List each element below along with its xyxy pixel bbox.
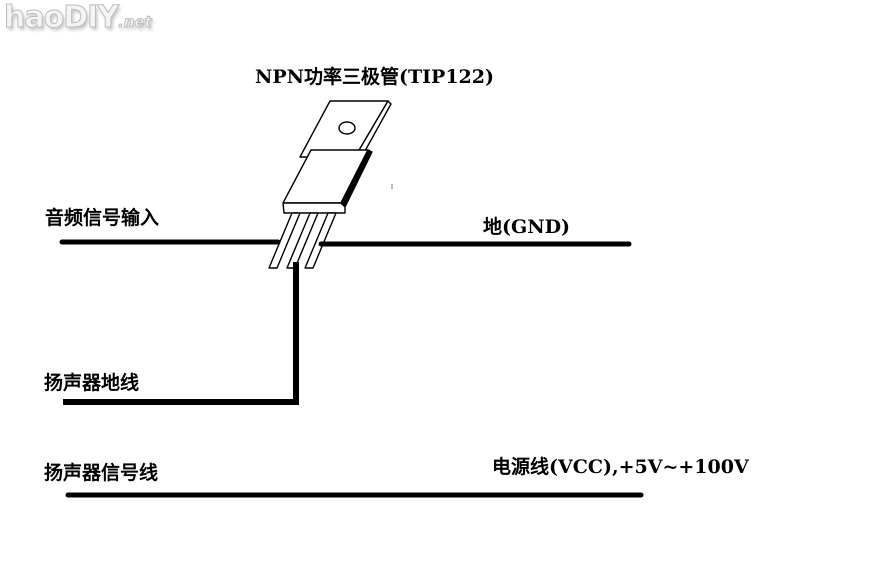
watermark-suffix: .net — [118, 13, 153, 32]
transistor-pin-emitter — [304, 212, 337, 269]
diagram-title: NPN功率三极管(TIP122) — [255, 66, 494, 88]
transistor-icon — [268, 100, 392, 269]
label-speaker-ground: 扬声器地线 — [44, 372, 140, 394]
mounting-hole-icon — [338, 121, 356, 135]
watermark-logo: haoDIY.net — [4, 0, 153, 36]
label-speaker-signal: 扬声器信号线 — [44, 462, 159, 484]
transistor-body-bottom — [282, 202, 346, 214]
label-audio-input: 音频信号输入 — [45, 207, 160, 229]
wires — [59, 239, 644, 498]
transistor-pin-base — [268, 212, 301, 269]
watermark-text: haoDIY — [4, 0, 120, 36]
label-ground: 地(GND) — [483, 216, 571, 238]
wire-speaker-ground — [63, 262, 299, 405]
transistor-legs — [268, 212, 337, 269]
label-power: 电源线(VCC),+5V~+100V — [492, 456, 749, 478]
